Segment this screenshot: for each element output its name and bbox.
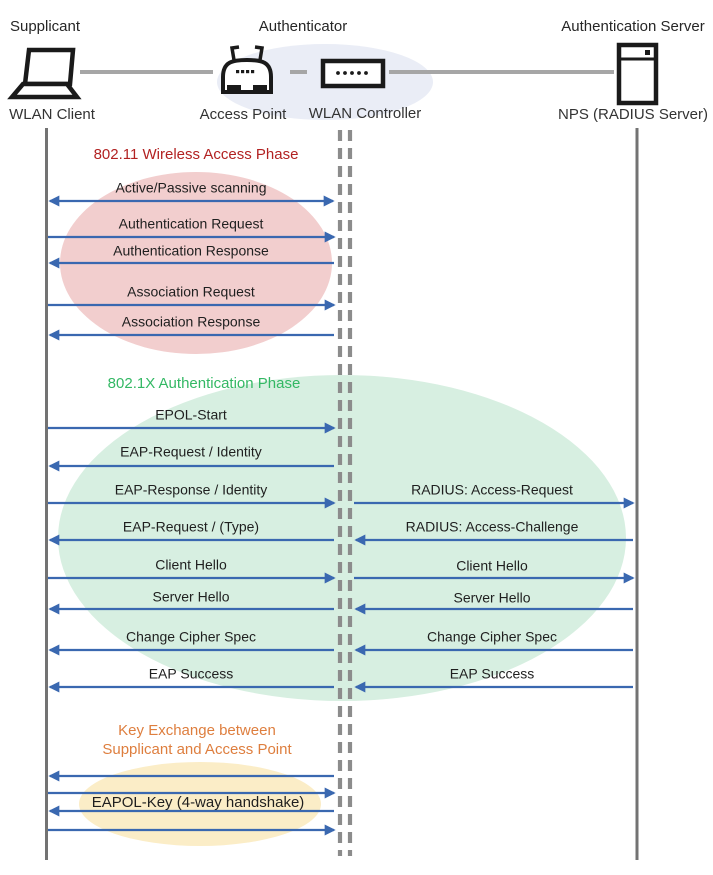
server-icon [616, 42, 659, 106]
message-arrows [48, 195, 635, 836]
auth-server-role-label: Authentication Server [561, 17, 705, 35]
laptop-icon [7, 47, 82, 100]
message-label-radius-access-challenge: RADIUS: Access-Challenge [405, 518, 579, 535]
phase-title-key-exchange: Key Exchange between Supplicant and Acce… [102, 721, 291, 759]
supplicant-role-label: Supplicant [9, 17, 81, 35]
message-label-scanning: Active/Passive scanning [115, 179, 267, 196]
message-label-eap-request-identity: EAP-Request / Identity [120, 443, 262, 460]
wlan-controller-dashed-lifeline [337, 130, 353, 856]
phase-title-authentication: 802.1X Authentication Phase [107, 374, 301, 392]
authentication-phase-ellipse [58, 375, 626, 701]
key-exchange-phase-ellipse [79, 762, 321, 846]
authenticator-role-label: Authenticator [258, 17, 348, 35]
wlan-controller-label: WLAN Controller [308, 104, 422, 122]
message-label-client-hello-right: Client Hello [456, 557, 528, 574]
nps-server-label: NPS (RADIUS Server) [557, 105, 709, 123]
message-label-assoc-request: Association Request [127, 283, 255, 300]
message-label-ccs-left: Change Cipher Spec [126, 628, 256, 645]
message-label-server-hello-right: Server Hello [453, 589, 531, 606]
message-label-assoc-response: Association Response [121, 313, 261, 330]
message-label-server-hello-left: Server Hello [152, 588, 230, 605]
message-label-client-hello-left: Client Hello [155, 556, 227, 573]
phase-title-key-exchange-line2: Supplicant and Access Point [102, 741, 292, 758]
message-label-auth-request: Authentication Request [118, 215, 264, 232]
phase-title-wireless-access: 802.11 Wireless Access Phase [93, 145, 299, 163]
wlan-client-label: WLAN Client [9, 105, 95, 123]
message-label-epol-start: EPOL-Start [155, 406, 227, 423]
message-label-ccs-right: Change Cipher Spec [427, 628, 557, 645]
access-point-label: Access Point [199, 105, 287, 123]
message-label-eap-success-right: EAP Success [449, 665, 535, 682]
message-label-eap-response-identity: EAP-Response / Identity [114, 481, 268, 498]
message-label-radius-access-request: RADIUS: Access-Request [411, 481, 573, 498]
phase-title-key-exchange-line1: Key Exchange between [118, 722, 276, 739]
wlan-controller-icon [320, 58, 386, 89]
message-label-eapol-key: EAPOL-Key (4-way handshake) [91, 793, 305, 811]
message-label-eap-request-type: EAP-Request / (Type) [122, 518, 260, 535]
message-label-auth-response: Authentication Response [113, 242, 269, 259]
access-point-icon [221, 45, 273, 94]
message-label-eap-success-left: EAP Success [148, 665, 234, 682]
